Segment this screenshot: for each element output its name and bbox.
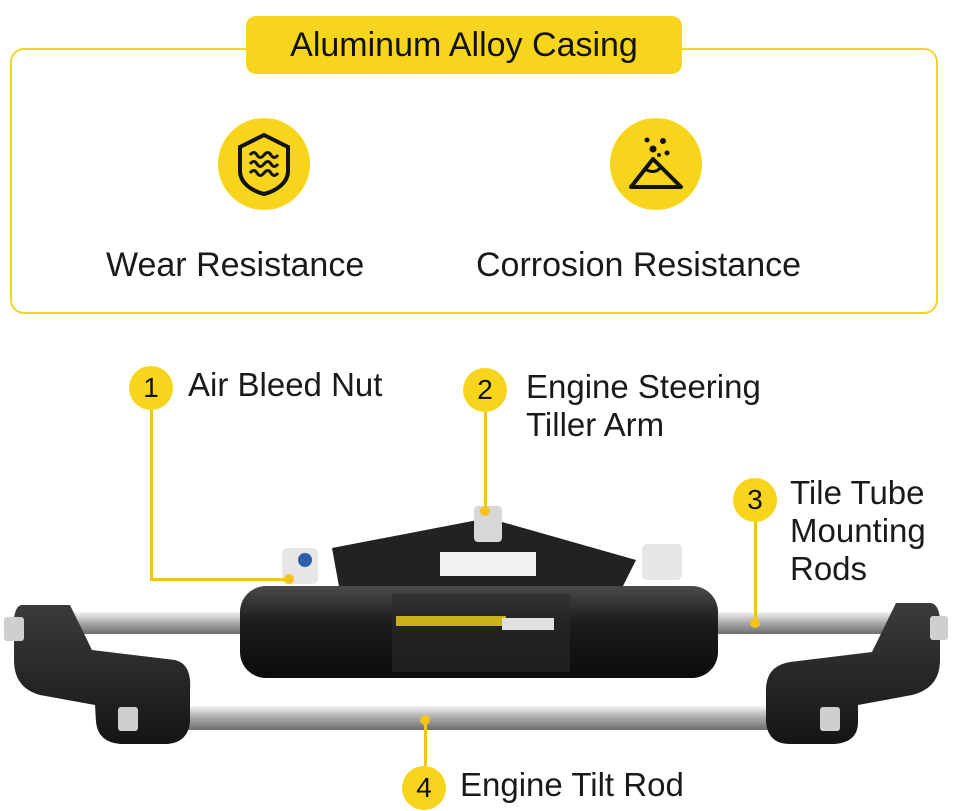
feature-label-corrosion: Corrosion Resistance — [476, 246, 802, 284]
corrosion-pile-icon — [610, 118, 702, 210]
left-bracket — [14, 605, 191, 744]
cylinder-label-warning — [396, 616, 506, 626]
callout-badge-3: 3 — [733, 478, 777, 522]
callout-label-2: Engine Steering Tiller Arm — [526, 368, 761, 444]
leader-2-dot — [480, 506, 490, 516]
warning-label-small — [440, 552, 536, 576]
cylinder-label — [392, 594, 570, 672]
left-nut-upper — [4, 617, 24, 641]
callout-badge-4: 4 — [402, 766, 446, 810]
right-nut-upper — [930, 616, 948, 640]
leader-3-dot — [750, 618, 760, 628]
callout-2-line2: Tiller Arm — [526, 406, 665, 443]
callout-3-line1: Tile Tube — [790, 474, 925, 511]
leader-1-horizontal — [150, 578, 290, 581]
wave-shield-icon — [218, 118, 310, 210]
callout-3-line2: Mounting — [790, 512, 926, 549]
callout-1-line1: Air Bleed Nut — [188, 366, 383, 403]
right-bracket — [766, 603, 940, 744]
leader-3-vertical — [754, 520, 757, 624]
feature-label-wear: Wear Resistance — [106, 246, 365, 284]
lower-tilt-rod — [120, 706, 825, 730]
air-bleed-nut-right — [642, 544, 682, 580]
callout-label-4: Engine Tilt Rod — [460, 766, 684, 804]
box-title: Aluminum Alloy Casing — [246, 16, 682, 74]
leader-4-dot — [420, 715, 430, 725]
callout-label-3: Tile Tube Mounting Rods — [790, 474, 926, 588]
leader-1-vertical — [150, 404, 153, 580]
callout-badge-1: 1 — [129, 366, 173, 410]
callout-label-1: Air Bleed Nut — [188, 366, 382, 404]
callout-4-line1: Engine Tilt Rod — [460, 766, 684, 803]
callout-3-line3: Rods — [790, 550, 868, 587]
leader-1-dot — [284, 574, 294, 584]
right-nut-lower — [820, 707, 840, 731]
callout-badge-2: 2 — [463, 368, 507, 412]
cylinder-serial — [502, 618, 554, 630]
leader-4-vertical — [424, 722, 427, 766]
leader-2-vertical — [484, 408, 487, 512]
left-nut-lower — [118, 707, 138, 731]
callout-2-line1: Engine Steering — [526, 368, 761, 405]
